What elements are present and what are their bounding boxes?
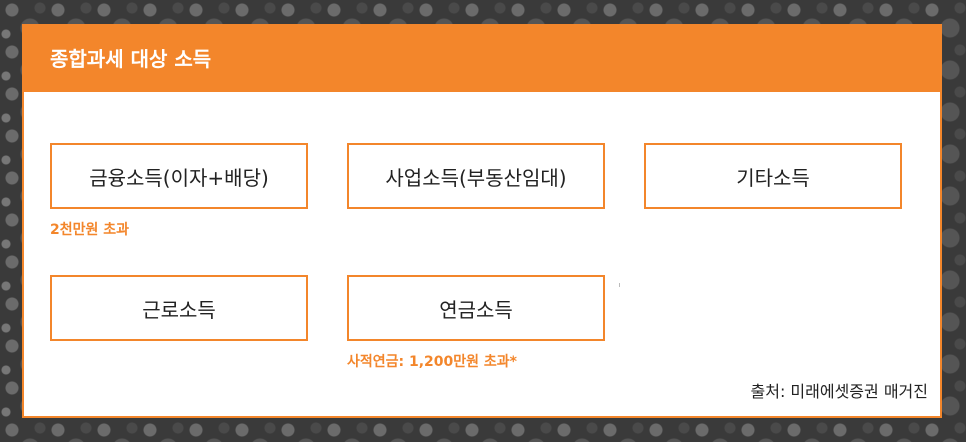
box-label: 금융소득(이자+배당): [89, 165, 269, 190]
box-pension-income: 연금소득: [347, 275, 605, 341]
box-financial-income: 금융소득(이자+배당): [50, 143, 308, 209]
box-label: 근로소득: [142, 297, 216, 322]
card-header: 종합과세 대상 소득: [24, 26, 940, 92]
box-label: 사업소득(부동산임대): [385, 165, 567, 190]
box-other-income: 기타소득: [644, 143, 902, 209]
box-earned-income: 근로소득: [50, 275, 308, 341]
financial-income-note: 2천만원 초과: [50, 222, 130, 238]
box-label: 기타소득: [736, 165, 810, 190]
income-card: 종합과세 대상 소득 금융소득(이자+배당) 2천만원 초과 사업소득(부동산임…: [22, 24, 942, 418]
box-business-income: 사업소득(부동산임대): [347, 143, 605, 209]
source-caption: 출처: 미래에셋증권 매거진: [750, 382, 928, 401]
divider-mark: [619, 283, 620, 287]
box-label: 연금소득: [439, 297, 513, 322]
pension-income-note: 사적연금: 1,200만원 초과*: [347, 354, 517, 370]
